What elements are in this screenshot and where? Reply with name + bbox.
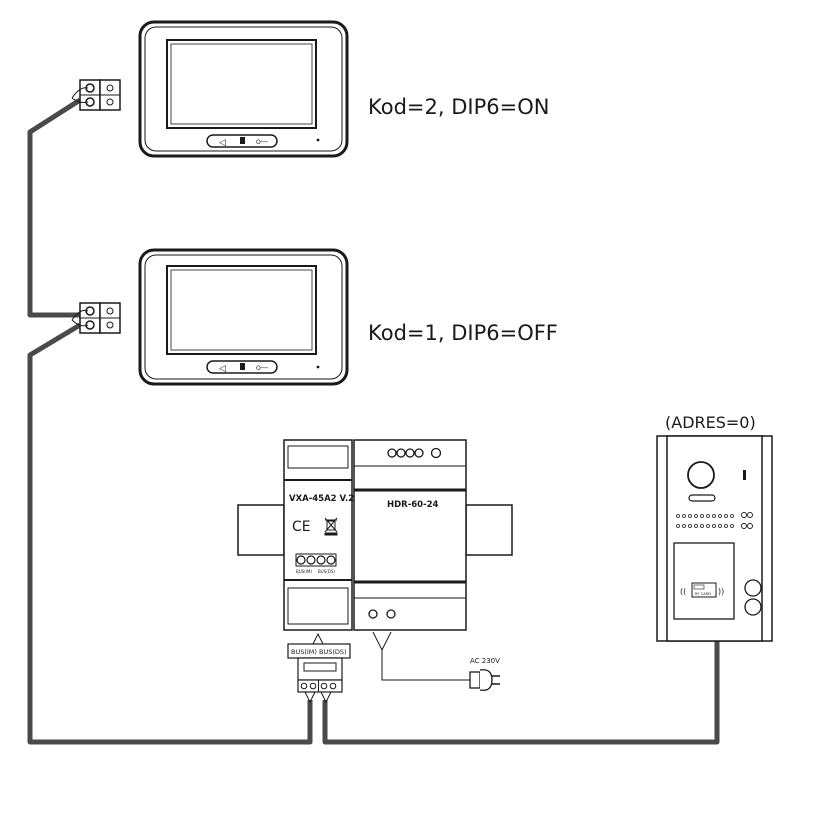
light-sensor xyxy=(688,494,716,502)
power-supply-module: HDR-60-24 xyxy=(353,439,467,631)
terminal-screw-icon xyxy=(296,555,306,565)
terminal-screw-icon xyxy=(368,609,378,619)
callout-bus-ds: BUS(DS) xyxy=(319,648,347,656)
distributor-model: VXA-45A2 V.2 xyxy=(289,494,354,504)
call-button-top[interactable] xyxy=(744,579,762,597)
wire-monitor2-to-monitor1 xyxy=(27,97,82,318)
monitor-top-screen xyxy=(166,39,317,129)
monitor-top-terminal-block xyxy=(71,79,121,111)
terminal-screw-icon xyxy=(306,555,316,565)
terminal-caption-bus-im: BUS(IM) xyxy=(296,569,312,574)
key-icon: O── xyxy=(256,365,268,372)
monitor-bottom-led xyxy=(316,365,320,369)
terminal-screw-icon xyxy=(326,555,336,565)
power-supply-output-terminals xyxy=(387,447,442,459)
din-rail xyxy=(237,504,513,556)
monitor-top: ◁ O── xyxy=(138,20,349,158)
distributor-module: VXA-45A2 V.2 CE BUS(IM) BUS(DS) xyxy=(283,439,354,631)
callout-bus-im: BUS(IM) xyxy=(291,648,317,656)
terminal-screw-icon xyxy=(386,609,396,619)
terminal-screw-icon xyxy=(300,682,308,690)
document-icon xyxy=(240,363,245,370)
speaker-grille xyxy=(676,514,734,528)
terminal-screw-icon xyxy=(320,682,328,690)
monitor-bottom-label: Kod=1, DIP6=OFF xyxy=(368,321,558,345)
document-icon xyxy=(240,137,245,144)
monitor-top-led xyxy=(316,138,320,142)
terminal-screw-icon xyxy=(85,306,95,316)
terminal-screw-icon xyxy=(329,682,337,690)
monitor-bottom-screen xyxy=(166,265,317,355)
rfid-wave-right-icon: )) xyxy=(718,587,724,596)
ce-mark: CE xyxy=(292,519,311,535)
terminal-screw-icon xyxy=(85,320,95,330)
rf-card-icon xyxy=(691,582,717,598)
speaker-icon: ◁ xyxy=(219,364,226,374)
door-station-address: (ADRES=0) xyxy=(665,413,756,432)
key-icon: O── xyxy=(256,139,268,146)
terminal-caption-bus-ds: BUS(DS) xyxy=(318,569,335,574)
call-button-bottom[interactable] xyxy=(744,598,762,616)
monitor-bottom-terminal-block xyxy=(71,302,121,334)
monitor-bottom: ◁ O── xyxy=(138,248,349,386)
power-led-icon xyxy=(430,447,442,459)
wire-monitor1-to-bus-im xyxy=(27,322,313,745)
weee-bin-icon xyxy=(324,517,338,536)
door-station-led xyxy=(743,470,746,480)
bus-connector-callout: BUS(IM) BUS(DS) xyxy=(287,632,351,704)
terminal-screw-icon xyxy=(309,682,317,690)
door-station: (( RF CARD )) xyxy=(656,435,773,642)
status-icons xyxy=(741,512,753,529)
terminal-screw-icon xyxy=(316,555,326,565)
bus-wires xyxy=(27,97,720,745)
wire-bus-ds-to-door-station xyxy=(322,640,720,745)
rfid-reader-panel xyxy=(673,542,735,620)
power-supply-model: HDR-60-24 xyxy=(387,500,439,510)
monitor-top-label: Kod=2, DIP6=ON xyxy=(368,95,549,119)
speaker-icon: ◁ xyxy=(219,138,226,148)
camera-lens-icon xyxy=(687,461,715,489)
ac-voltage-label: AC 230V xyxy=(470,657,500,665)
rf-card-label: RF CARD xyxy=(695,592,711,596)
ac-input xyxy=(372,631,500,691)
plug-icon xyxy=(469,669,500,691)
rfid-wave-left-icon: (( xyxy=(680,587,686,596)
